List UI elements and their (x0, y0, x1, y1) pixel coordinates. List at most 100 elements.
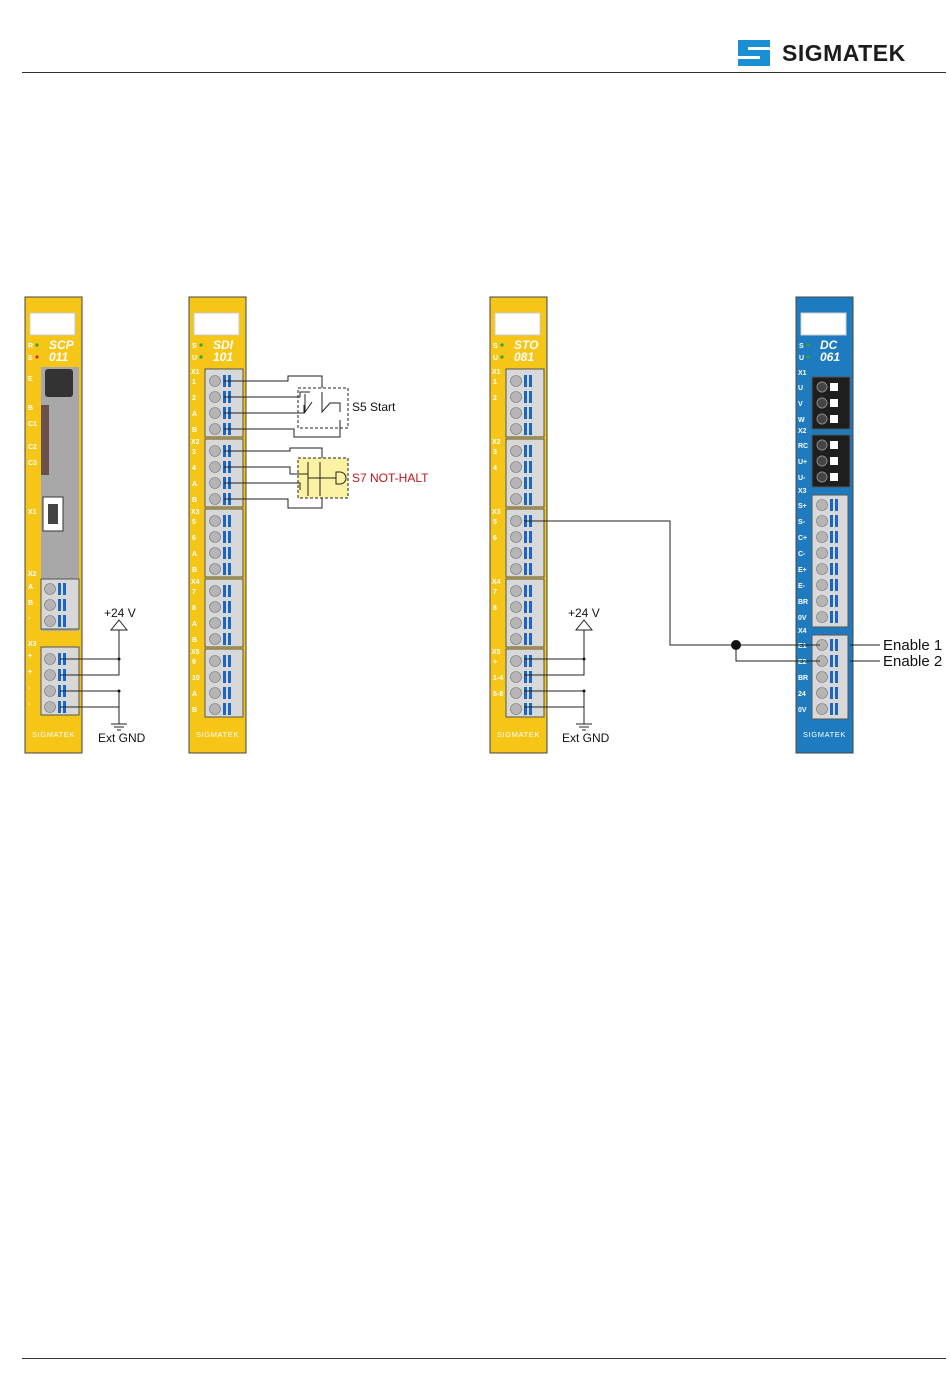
s5-label: S5 Start (352, 400, 396, 414)
dc-terminal-spring (835, 531, 838, 543)
sdi-terminal-spring (223, 655, 226, 667)
terminal-label: A (192, 551, 197, 558)
led-label: U (192, 355, 197, 362)
sto-terminal-spring (524, 375, 527, 387)
terminal-label: B (192, 427, 197, 434)
terminal-label: 1 (192, 379, 196, 386)
sdi-terminal-spring (228, 703, 231, 715)
sdi-terminal-spring (228, 671, 231, 683)
sdi-terminal-screw (209, 617, 221, 629)
dc-terminal-spring (835, 499, 838, 511)
sdi-terminal-spring (228, 655, 231, 667)
sto-terminal-spring (524, 407, 527, 419)
dc-terminal-spring (835, 687, 838, 699)
terminal-label: U (798, 385, 803, 392)
dc-terminal-spring (835, 671, 838, 683)
sdi-terminal-spring (228, 563, 231, 575)
dc-terminal-spring (835, 515, 838, 527)
connector-label: X3 (798, 488, 807, 495)
sdi-terminal-screw (209, 671, 221, 683)
sto-terminal-spring (524, 617, 527, 629)
sto-terminal-spring (529, 601, 532, 613)
sto-terminal-spring (529, 617, 532, 629)
terminal-label: U- (798, 475, 806, 482)
sdi-terminal-screw (209, 375, 221, 387)
label-window (800, 312, 847, 336)
scp-x3-terminal-spring (58, 669, 61, 681)
sdi-terminal-screw (209, 423, 221, 435)
sdi-terminal-spring (228, 633, 231, 645)
sto-terminal-spring (524, 703, 527, 715)
sto-terminal-screw (510, 687, 522, 699)
sto-terminal-screw (510, 547, 522, 559)
terminal-label: V (798, 401, 803, 408)
module-brand: SIGMATEK (196, 730, 239, 739)
connector-label: X5 (191, 649, 200, 656)
modules-layer: SCP011RSSIGMATEKEBC1C2C3X1X2AB-X3++--SDI… (24, 296, 854, 754)
label-window (494, 312, 541, 336)
scp-label: X2 (28, 571, 37, 578)
sdi-terminal-spring (223, 671, 226, 683)
supply-label-right: +24 V (568, 606, 600, 620)
scp-x2-terminal-spring (63, 599, 66, 611)
sdi-terminal-screw (209, 601, 221, 613)
sto-terminal-spring (524, 601, 527, 613)
terminal-label: B (192, 707, 197, 714)
sdi-terminal-screw (209, 655, 221, 667)
gnd-label-left: Ext GND (98, 731, 146, 745)
sdi-terminal-screw (209, 493, 221, 505)
sto-terminal-spring (529, 547, 532, 559)
led-label: S (799, 343, 804, 350)
sto-terminal-spring (524, 547, 527, 559)
connector-block (811, 494, 849, 628)
brand-wordmark: SIGMATEK (782, 40, 906, 66)
terminal-label: 0V (798, 707, 807, 714)
sto-terminal-screw (510, 477, 522, 489)
connector-label: X4 (191, 579, 200, 586)
led-label: R (28, 343, 33, 350)
scp-x2-terminal-spring (63, 615, 66, 627)
terminal-label: 1-4 (493, 675, 503, 682)
sdi-terminal-spring (223, 687, 226, 699)
sto-terminal-screw (510, 585, 522, 597)
status-led-icon (500, 355, 504, 359)
sto-terminal-spring (529, 375, 532, 387)
terminal-label: 10 (192, 675, 200, 682)
terminal-label: 9 (192, 659, 196, 666)
sto-terminal-screw (510, 445, 522, 457)
model-name: DC (820, 338, 838, 352)
terminal-label: 3 (493, 449, 497, 456)
module-brand: SIGMATEK (803, 730, 846, 739)
module-dc: DC061SUSIGMATEKX1UVWX2RCU+U-X3S+S-C+C-E+… (795, 296, 854, 754)
model-number: 011 (49, 350, 68, 364)
scp-x3-terminal-screw (44, 701, 56, 713)
terminal-label: 7 (493, 589, 497, 596)
terminal-label: A (192, 621, 197, 628)
power-clamp-icon (830, 473, 838, 481)
dc-terminal-spring (830, 687, 833, 699)
terminal-label: W (798, 417, 805, 424)
power-screw-icon (816, 381, 828, 393)
sdi-terminal-screw (209, 445, 221, 457)
sdi-terminal-screw (209, 515, 221, 527)
sdi-terminal-screw (209, 531, 221, 543)
dc-terminal-spring (830, 611, 833, 623)
terminal-label: 5-8 (493, 691, 503, 698)
sto-terminal-spring (529, 531, 532, 543)
terminal-label: B (192, 637, 197, 644)
led-label: S (192, 343, 197, 350)
power-screw-icon (816, 455, 828, 467)
model-number: 061 (820, 350, 840, 364)
scp-label: B (28, 600, 33, 607)
terminal-label: 5 (493, 519, 497, 526)
junction-dot (117, 657, 121, 661)
connector-label: X2 (191, 439, 200, 446)
terminal-label: 6 (192, 535, 196, 542)
